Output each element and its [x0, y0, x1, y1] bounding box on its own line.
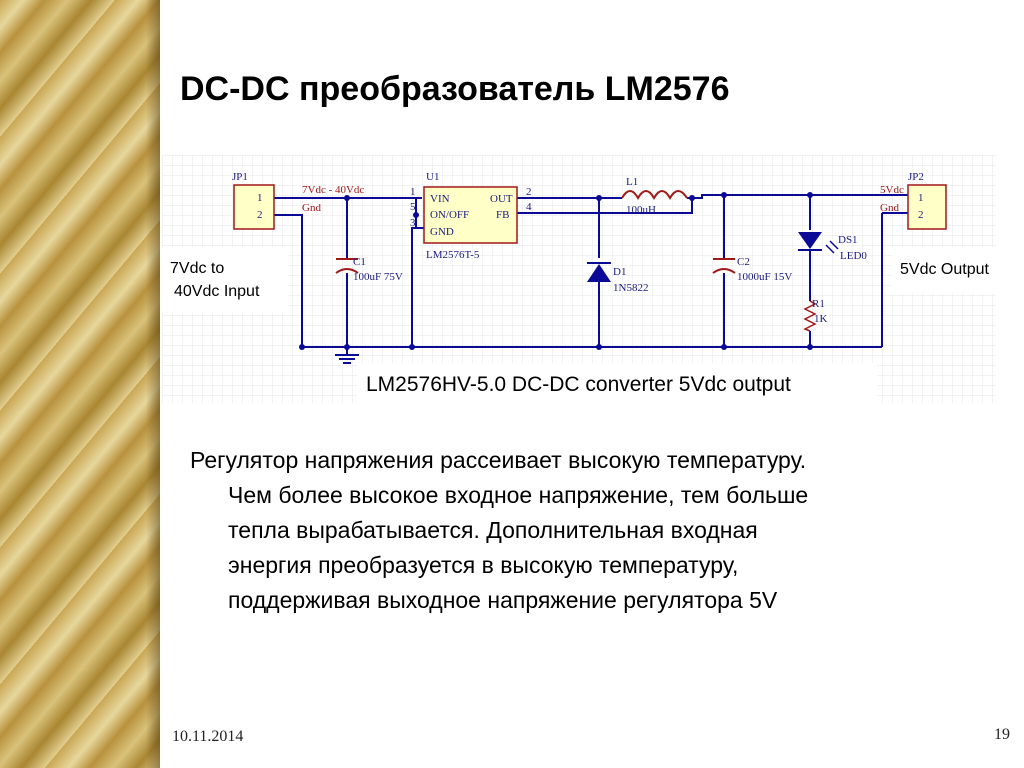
svg-text:JP2: JP2	[908, 171, 924, 183]
svg-text:VIN: VIN	[430, 193, 450, 205]
svg-text:1: 1	[918, 192, 924, 204]
svg-text:JP1: JP1	[232, 171, 248, 183]
d1-diode: D1 1N5822	[587, 262, 648, 294]
svg-text:D1: D1	[613, 266, 626, 278]
body-text: Регулятор напряжения рассеивает высокую …	[190, 443, 990, 618]
svg-text:Gnd: Gnd	[880, 202, 899, 214]
body-line-3: тепла вырабатывается. Дополнительная вхо…	[228, 517, 758, 543]
body-line-4: энергия преобразуется в высокую температ…	[228, 552, 739, 578]
output-label: 5Vdc Output	[900, 261, 990, 278]
l1-inductor: L1 100uH	[621, 176, 688, 216]
input-label-line1: 7Vdc to	[170, 260, 224, 277]
c1-capacitor: C1 100uF 75V	[335, 256, 403, 283]
c2-capacitor: C2 1000uF 15V	[712, 256, 792, 283]
caption-box	[357, 363, 877, 403]
body-line-2: Чем более высокое входное напряжение, те…	[228, 482, 809, 508]
svg-text:2: 2	[526, 186, 532, 198]
svg-text:R1: R1	[812, 298, 825, 310]
svg-text:FB: FB	[496, 209, 509, 221]
svg-text:100uH: 100uH	[626, 204, 656, 216]
page-number: 19	[994, 726, 1010, 743]
svg-text:C2: C2	[737, 256, 750, 268]
body-line-1: Регулятор напряжения рассеивает высокую …	[190, 447, 807, 473]
svg-text:GND: GND	[430, 226, 454, 238]
r1-resistor: R1 1K	[803, 298, 828, 332]
svg-text:OUT: OUT	[490, 193, 513, 205]
svg-text:1: 1	[257, 192, 263, 204]
input-label-line2: 40Vdc Input	[174, 283, 260, 300]
svg-text:ON/OFF: ON/OFF	[430, 209, 469, 221]
svg-text:C1: C1	[353, 256, 366, 268]
svg-text:2: 2	[257, 209, 263, 221]
svg-text:5Vdc: 5Vdc	[880, 184, 904, 196]
svg-text:1000uF 15V: 1000uF 15V	[737, 271, 792, 283]
svg-text:U1: U1	[426, 171, 439, 183]
ds1-led: DS1 LED0	[798, 232, 867, 262]
svg-text:4: 4	[526, 201, 532, 213]
svg-text:1: 1	[410, 186, 416, 198]
svg-text:1N5822: 1N5822	[613, 282, 648, 294]
schematic-caption: LM2576HV-5.0 DC-DC converter 5Vdc output	[366, 373, 791, 396]
svg-text:3: 3	[410, 217, 416, 229]
svg-text:2: 2	[918, 209, 924, 221]
svg-text:DS1: DS1	[838, 234, 858, 246]
decorative-sidebar	[0, 0, 160, 768]
svg-text:LM2576T-5: LM2576T-5	[426, 249, 480, 261]
input-label-box	[162, 247, 288, 313]
junction-dots	[299, 192, 813, 350]
jp2-connector: JP2 1 2 5Vdc Gnd	[880, 171, 947, 230]
jp1-connector: JP1 1 2 7Vdc - 40Vdc Gnd	[232, 171, 364, 230]
footer-date: 10.11.2014	[172, 728, 244, 745]
svg-text:L1: L1	[626, 176, 638, 188]
svg-text:5: 5	[410, 201, 416, 213]
u1-regulator: U1 VIN OUT ON/OFF FB GND LM2576T-5 1 5 3…	[410, 171, 532, 261]
output-label-box	[892, 247, 996, 293]
svg-text:1K: 1K	[814, 313, 828, 325]
svg-text:Gnd: Gnd	[302, 202, 321, 214]
svg-text:100uF 75V: 100uF 75V	[353, 271, 403, 283]
svg-text:7Vdc - 40Vdc: 7Vdc - 40Vdc	[302, 184, 364, 196]
circuit-schematic: JP1 1 2 7Vdc - 40Vdc Gnd U1 VIN OUT ON/O…	[162, 155, 996, 403]
body-paragraph: Регулятор напряжения рассеивает высокую …	[190, 443, 990, 618]
body-line-5: поддерживая выходное напряжение регулято…	[228, 587, 778, 613]
slide-title: DC-DC преобразователь LM2576	[180, 70, 730, 108]
svg-text:LED0: LED0	[840, 250, 867, 262]
